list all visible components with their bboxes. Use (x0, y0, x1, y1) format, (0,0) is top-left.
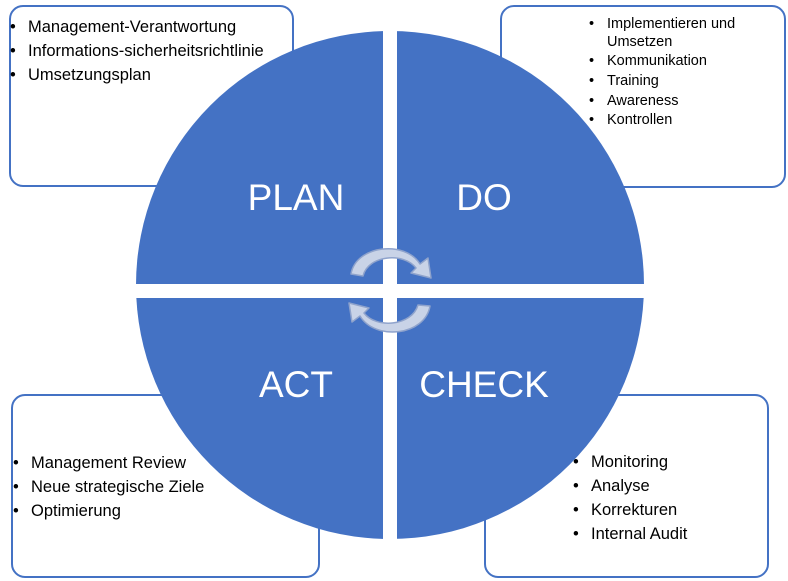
plan-quadrant (136, 31, 390, 285)
horizontal-gap (130, 284, 650, 298)
act-quadrant (136, 285, 390, 539)
plan-label: PLAN (248, 177, 345, 218)
act-notes-list: •Management Review •Neue strategische Zi… (13, 453, 222, 525)
check-note-item: •Internal Audit (573, 525, 688, 544)
act-note-item: •Management Review (13, 454, 186, 472)
pdca-circle (130, 25, 650, 545)
do-label: DO (456, 177, 512, 218)
do-note-item: •Awareness (589, 92, 679, 109)
lower-arrow (348, 302, 431, 333)
check-label: CHECK (419, 364, 549, 405)
check-note-item: •Korrekturen (573, 501, 678, 520)
upper-arrow (350, 248, 432, 279)
do-quadrant (390, 31, 644, 285)
do-note-item: •Implementieren und Umsetzen (589, 16, 736, 50)
check-note-item: •Monitoring (573, 453, 669, 471)
do-note-item: •Training (589, 73, 659, 90)
check-quadrant (390, 285, 644, 539)
do-note-item: •Kontrollen (589, 112, 673, 129)
plan-note-item: •Umsetzungsplan (10, 66, 151, 85)
circular-arrows-icon (348, 248, 432, 333)
do-note-item: •Kommunikation (589, 53, 707, 70)
check-notes-list: •Monitoring •Analyse •Korrekturen •Inter… (573, 452, 688, 549)
act-label: ACT (259, 364, 333, 405)
do-notes-list: •Implementieren und Umsetzen •Kommunikat… (589, 16, 773, 132)
plan-notes-list: •Management-Verantwortung •Informations-… (10, 17, 264, 89)
plan-note-item: •Management-Verantwortung (10, 18, 237, 36)
act-note-item: •Neue strategische Ziele (13, 478, 205, 497)
act-note-item: •Optimierung (13, 502, 121, 521)
check-note-item: •Analyse (573, 477, 650, 496)
plan-note-item: •Informations-sicherheitsrichtlinie (10, 42, 264, 61)
